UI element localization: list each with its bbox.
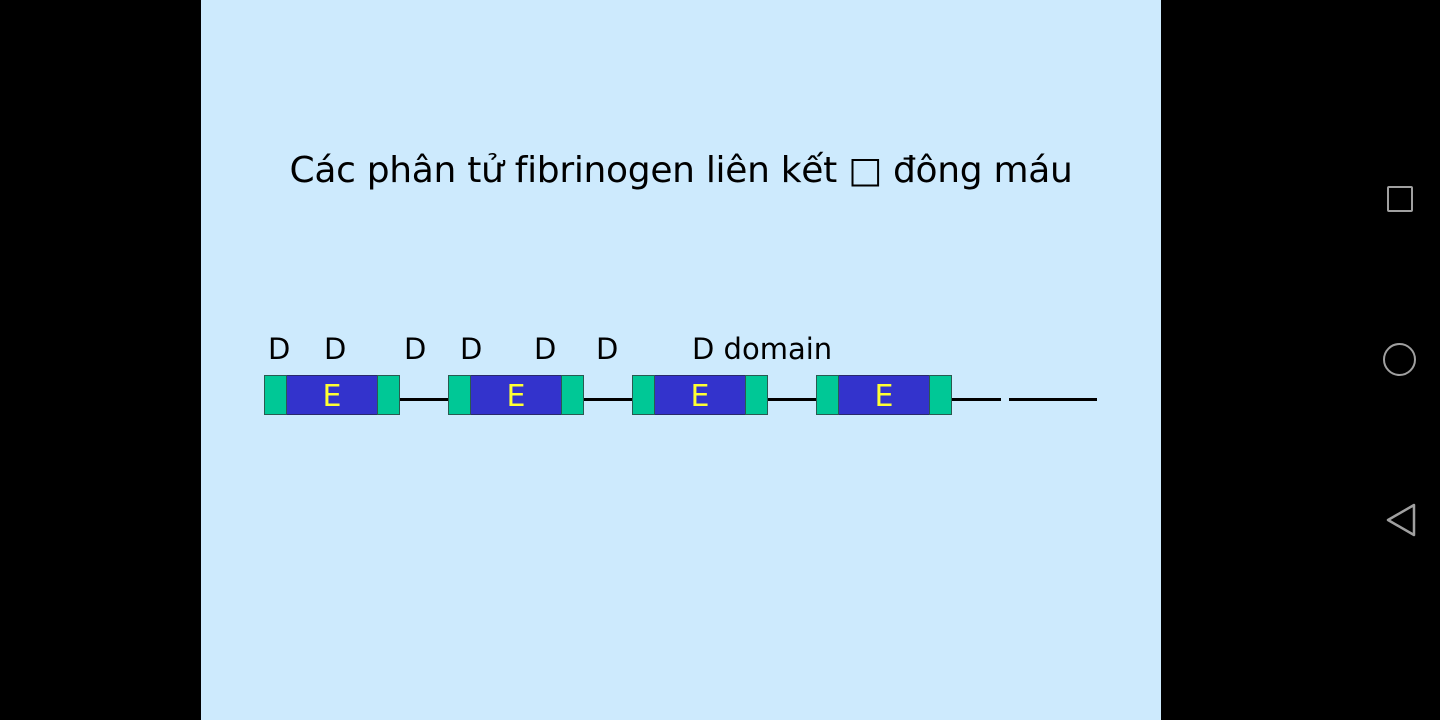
d-domain-block <box>448 375 471 415</box>
connector-line <box>768 398 817 401</box>
recents-icon[interactable] <box>1387 186 1413 212</box>
connector-line <box>400 398 449 401</box>
e-domain-block: E <box>287 375 377 415</box>
d-domain-block <box>632 375 655 415</box>
d-domain-label: D <box>596 332 619 366</box>
connector-line <box>952 398 1001 401</box>
d-domain-label: D <box>404 332 427 366</box>
slide-title: Các phân tử fibrinogen liên kết □ đông m… <box>289 150 1073 191</box>
fibrinogen-molecule: E <box>264 375 400 415</box>
slide: Các phân tử fibrinogen liên kết □ đông m… <box>201 0 1161 720</box>
d-domain-label: D <box>460 332 483 366</box>
e-domain-block: E <box>655 375 745 415</box>
d-domain-label: D <box>324 332 347 366</box>
e-domain-block: E <box>839 375 929 415</box>
fibrinogen-molecule: E <box>816 375 952 415</box>
d-domain-block <box>816 375 839 415</box>
fibrinogen-molecule: E <box>632 375 768 415</box>
d-domain-label: D <box>534 332 557 366</box>
d-domain-block <box>561 375 584 415</box>
d-domain-label: D <box>268 332 291 366</box>
e-domain-block: E <box>471 375 561 415</box>
d-domain-block <box>264 375 287 415</box>
home-icon[interactable] <box>1383 343 1416 376</box>
back-icon[interactable] <box>1384 502 1418 538</box>
connector-line <box>584 398 633 401</box>
fibrinogen-molecule: E <box>448 375 584 415</box>
d-domain-block <box>377 375 400 415</box>
d-domain-callout: D domain <box>692 332 833 366</box>
d-domain-block <box>745 375 768 415</box>
connector-line <box>1009 398 1097 401</box>
d-domain-block <box>929 375 952 415</box>
